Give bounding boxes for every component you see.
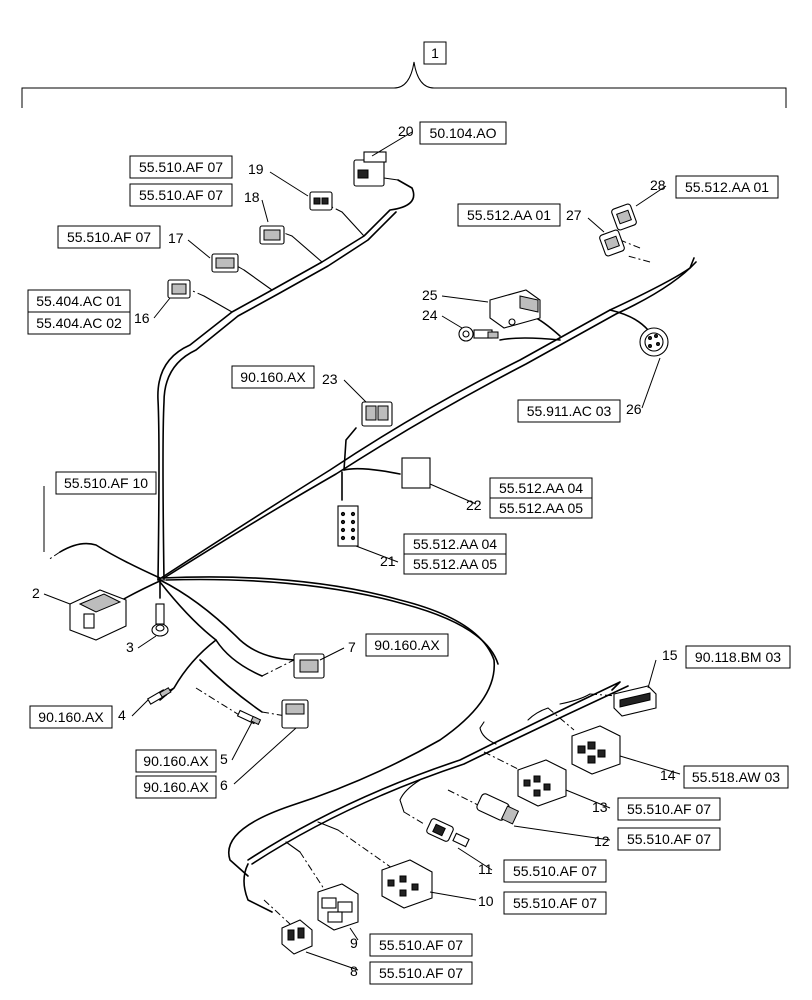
- ref-7: 90.160.AX: [374, 637, 440, 653]
- callout-8: 8: [350, 963, 358, 979]
- ref-26: 55.911.AC 03: [527, 403, 612, 419]
- callout-27: 27: [566, 207, 582, 223]
- callout-2: 2: [32, 585, 40, 601]
- ref-9: 55.510.AF 07: [379, 937, 463, 953]
- callout-20: 20: [398, 123, 414, 139]
- callout-9: 9: [350, 935, 358, 951]
- fuse-block-21-icon: [337, 505, 359, 547]
- ground-terminal-3-icon: [151, 603, 169, 637]
- control-module-25-icon: [489, 289, 541, 329]
- connector-14-icon: [571, 725, 621, 775]
- callout-10: 10: [478, 893, 494, 909]
- ref-10: 55.510.AF 07: [513, 895, 597, 911]
- connector-16-icon: [167, 279, 191, 299]
- connector-12-icon: [476, 793, 520, 825]
- callout-3: 3: [126, 639, 134, 655]
- callout-16: 16: [134, 310, 150, 326]
- callout-15: 15: [662, 647, 678, 663]
- ref-6: 90.160.AX: [143, 779, 209, 795]
- ref-22a: 55.512.AA 04: [499, 480, 583, 496]
- ref-27: 55.512.AA 01: [467, 207, 551, 223]
- connector-19-icon: [309, 191, 333, 211]
- callout-numbers: 19 18 17 16 20 28 27 25 24 26 23 22 21 2…: [32, 123, 678, 979]
- ring-terminal-24-icon: [458, 326, 499, 342]
- connector-leads: [47, 203, 651, 925]
- connector-27-icon: [599, 229, 625, 257]
- assembly-number: 1: [431, 45, 439, 61]
- ref-23: 90.160.AX: [240, 369, 306, 385]
- callout-21: 21: [380, 553, 396, 569]
- ref-17: 55.510.AF 07: [67, 229, 151, 245]
- harness-wires: [59, 179, 697, 913]
- ref-21b: 55.512.AA 05: [413, 556, 497, 572]
- callout-26: 26: [626, 401, 642, 417]
- connector-11-icon: [426, 818, 470, 848]
- ref-11: 55.510.AF 07: [513, 863, 597, 879]
- connector-7-icon: [293, 653, 325, 679]
- connector-20-icon: [353, 151, 399, 187]
- connector-17-icon: [211, 253, 239, 273]
- callout-24: 24: [422, 307, 438, 323]
- callout-12: 12: [594, 833, 610, 849]
- ref-20: 50.104.AO: [430, 125, 497, 141]
- ref-15: 90.118.BM 03: [695, 649, 781, 665]
- connector-22-icon: [401, 457, 431, 489]
- connector-18-icon: [259, 225, 285, 245]
- connector-15-icon: [613, 685, 657, 717]
- callout-19: 19: [248, 161, 264, 177]
- connector-23-icon: [361, 401, 393, 427]
- callout-22: 22: [466, 497, 482, 513]
- ref-19: 55.510.AF 07: [139, 159, 223, 175]
- connector-parts: [69, 151, 669, 955]
- connector-28-icon: [611, 203, 637, 231]
- reference-boxes: 55.510.AF 07 55.510.AF 07 55.510.AF 07 5…: [27, 121, 791, 985]
- callout-5: 5: [220, 751, 228, 767]
- callout-leaders: [43, 131, 681, 971]
- callout-14: 14: [660, 767, 676, 783]
- connector-13-icon: [517, 759, 567, 807]
- ref-5: 90.160.AX: [143, 753, 209, 769]
- callout-25: 25: [422, 287, 438, 303]
- ref-18: 55.510.AF 07: [139, 187, 223, 203]
- ref-22b: 55.512.AA 05: [499, 500, 583, 516]
- ref-4: 90.160.AX: [38, 709, 104, 725]
- ref-21a: 55.512.AA 04: [413, 536, 497, 552]
- callout-28: 28: [650, 177, 666, 193]
- callout-11: 11: [478, 861, 493, 877]
- connector-6-icon: [281, 699, 309, 729]
- callout-13: 13: [592, 799, 608, 815]
- ref-2: 55.510.AF 10: [64, 475, 148, 491]
- assembly-number-box: [423, 41, 447, 65]
- round-connector-26-icon: [639, 327, 669, 357]
- ref-13: 55.510.AF 07: [627, 801, 711, 817]
- connector-9-icon: [317, 883, 359, 931]
- ref-16a: 55.404.AC 01: [36, 293, 122, 309]
- ref-14: 55.518.AW 03: [692, 769, 780, 785]
- callout-17: 17: [168, 230, 184, 246]
- callout-6: 6: [220, 777, 228, 793]
- assembly-bracket: 1: [21, 41, 787, 108]
- callout-23: 23: [322, 371, 338, 387]
- callout-18: 18: [244, 189, 260, 205]
- terminal-4-icon: [146, 687, 172, 705]
- callout-7: 7: [348, 639, 356, 655]
- callout-4: 4: [118, 707, 126, 723]
- ref-16b: 55.404.AC 02: [36, 315, 122, 331]
- ref-28: 55.512.AA 01: [685, 179, 769, 195]
- main-connector-2-icon: [69, 589, 127, 641]
- ref-12: 55.510.AF 07: [627, 831, 711, 847]
- connector-8-icon: [281, 919, 313, 955]
- connector-10-icon: [381, 859, 433, 909]
- terminal-5-icon: [236, 709, 262, 726]
- ref-8: 55.510.AF 07: [379, 965, 463, 981]
